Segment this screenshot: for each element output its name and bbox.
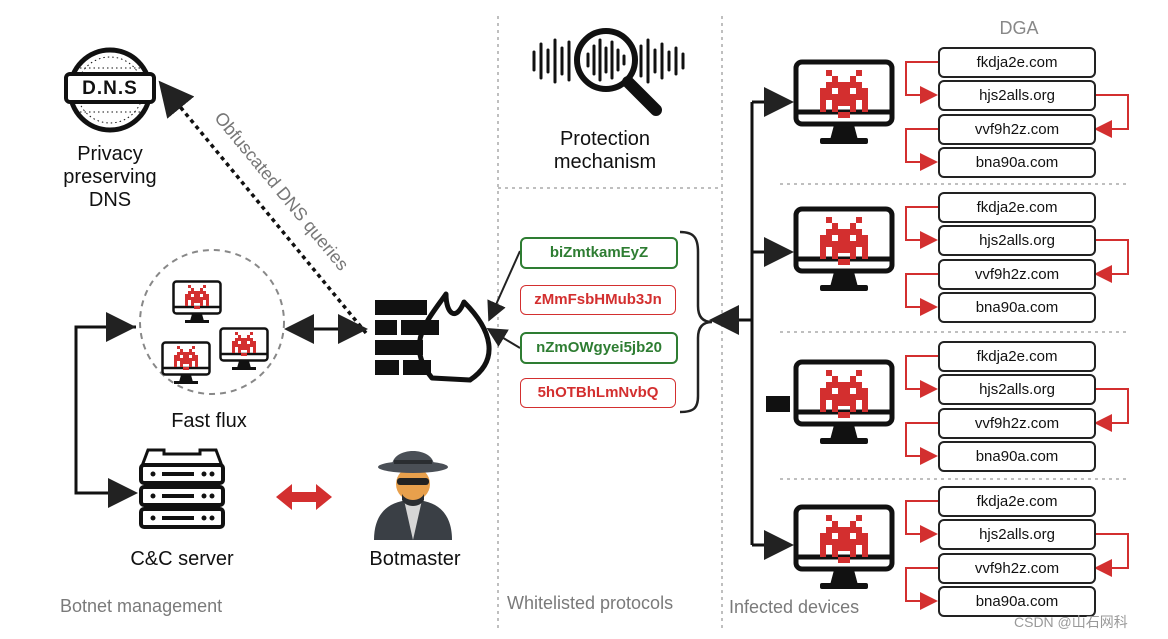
flux-host-2 [221, 329, 268, 371]
token-brace [679, 230, 713, 414]
botmaster-icon [374, 451, 452, 540]
dga-domain: hjs2alls.org [938, 225, 1096, 256]
dga-domain: vvf9h2z.com [938, 553, 1096, 584]
dga-domain: fkdja2e.com [938, 47, 1096, 78]
firewall-icon [375, 291, 492, 383]
dns-badge-text: D.N.S [82, 78, 138, 99]
flux-host-1 [174, 282, 221, 324]
infected-device-4 [796, 507, 892, 589]
cc-botmaster-link [276, 484, 332, 510]
section-botnet-management: Botnet management [60, 596, 223, 616]
dga-domain: fkdja2e.com [938, 192, 1096, 223]
section-whitelisted-protocols: Whitelisted protocols [507, 593, 674, 613]
dns-icon [64, 47, 156, 133]
fast-flux-label: Fast flux [171, 410, 247, 432]
infected-device-2 [796, 209, 892, 291]
infected-device-1 [796, 62, 892, 144]
token-blocked: zMmFsbHMub3Jn [520, 285, 676, 315]
management-bracket [74, 325, 138, 508]
dga-domain: bna90a.com [938, 147, 1096, 178]
token-allowed: nZmOWgyei5jb20 [520, 332, 678, 364]
dga-domain: fkdja2e.com [938, 486, 1096, 517]
magnifier-icon [574, 28, 662, 116]
dns-label-line1: Privacy [77, 143, 143, 165]
token-blocked: 5hOTBhLmNvbQ [520, 378, 676, 408]
dga-domain: bna90a.com [938, 441, 1096, 472]
watermark: CSDN @山石网科 [1014, 614, 1128, 630]
dga-connectors [905, 61, 1129, 610]
infected-device-3 [796, 362, 892, 444]
dga-domain: hjs2alls.org [938, 80, 1096, 111]
protection-label-line2: mechanism [553, 151, 657, 173]
dga-domain: vvf9h2z.com [938, 114, 1096, 145]
dga-domain: hjs2alls.org [938, 519, 1096, 550]
protection-label-line1: Protection [559, 128, 651, 150]
dga-domain: bna90a.com [938, 586, 1096, 617]
obfuscated-dns-arrow [158, 80, 368, 335]
dga-header: DGA [999, 18, 1039, 38]
dns-label-line3: DNS [88, 189, 132, 211]
token-allowed: biZmtkamEyZ [520, 237, 678, 269]
flux-host-3 [163, 343, 210, 385]
dga-domain: vvf9h2z.com [938, 259, 1096, 290]
protection-waveform-icon [532, 38, 685, 84]
dga-domain: vvf9h2z.com [938, 408, 1096, 439]
botmaster-label: Botmaster [369, 548, 461, 570]
dns-label-line2: preserving [63, 166, 157, 188]
server-icon [139, 448, 225, 529]
dga-domain: hjs2alls.org [938, 374, 1096, 405]
section-infected-devices: Infected devices [729, 597, 860, 617]
dga-domain: bna90a.com [938, 292, 1096, 323]
dga-domain: fkdja2e.com [938, 341, 1096, 372]
cc-server-label: C&C server [130, 548, 234, 570]
